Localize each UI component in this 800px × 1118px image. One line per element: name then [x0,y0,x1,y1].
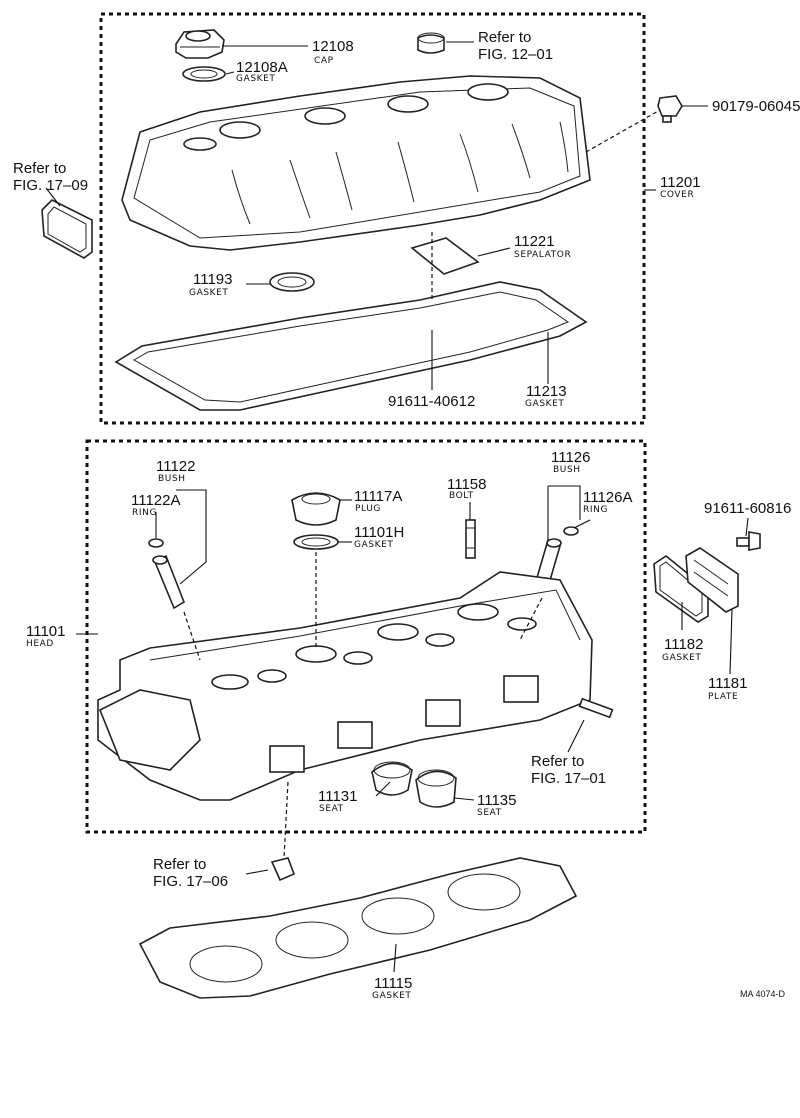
part-number-11193: 11193 [193,271,233,288]
part-number-11131: 11131 [318,788,358,805]
refer-fig-17-06: Refer to FIG. 17–06 [153,856,228,890]
part-number-11117a: 11117A [354,488,403,505]
part-name-plate-gasket: GASKET [662,653,702,663]
part-number-11101h: 11101H [354,524,405,541]
refer-text: Refer to [531,753,585,770]
part-name-cap-gasket: GASKET [236,74,276,84]
part-name-cap: CAP [314,56,334,66]
part-number-11126a: 11126A [583,489,633,506]
refer-text: Refer to [478,29,532,46]
part-name-ring-right: RING [583,505,609,515]
drawing-code: MA 4074-D [740,989,786,999]
part-number-91611-40612: 91611-40612 [388,393,476,410]
part-number-11158: 11158 [447,476,487,493]
part-name-seat-left: SEAT [319,804,344,814]
part-name-bush-left: BUSH [158,474,186,484]
refer-text: Refer to [13,160,67,177]
lower-group-frame [85,439,647,834]
part-name-gasket-11193: GASKET [189,288,229,298]
bolt-icon [465,519,476,559]
part-name-bush-right: BUSH [553,465,581,475]
part-name-plug: PLUG [355,504,381,514]
part-number-11135: 11135 [477,792,517,809]
bolt-icon [657,95,683,123]
part-number-12108a: 12108A [236,59,288,76]
refer-figure: FIG. 17–01 [531,770,607,787]
part-name-cover-gasket: GASKET [525,399,565,409]
part-name-plug-gasket: GASKET [354,540,394,550]
plate-icon [685,547,739,613]
refer-fig-12-01: Refer to FIG. 12–01 [478,29,553,63]
gasket-icon [269,272,315,292]
upper-group-frame [99,12,646,425]
part-number-11115: 11115 [374,975,413,992]
stud-icon [578,697,614,719]
refer-figure: FIG. 12–01 [478,46,554,63]
gasket-icon [293,534,339,550]
part-number-12108: 12108 [312,38,354,55]
head-gasket-icon [138,857,578,999]
gasket-icon [114,281,588,411]
ring-icon [148,538,164,548]
part-number-11122: 11122 [156,458,196,475]
refer-text: Refer to [153,856,207,873]
part-number-11122a: 11122A [131,492,181,509]
part-number-91611-60816: 91611-60816 [704,500,792,517]
part-name-separator: SEPALATOR [514,250,572,260]
stud-icon [736,531,761,551]
bush-icon [152,554,185,610]
ring-icon [563,526,579,536]
cover-icon [121,75,591,251]
refer-fig-17-09: Refer to FIG. 17–09 [13,160,88,194]
plug-icon [417,32,445,54]
part-number-11201: 11201 [660,174,701,191]
refer-fig-17-01: Refer to FIG. 17–01 [531,753,606,787]
seat-icon [415,769,457,808]
separator-icon [410,237,480,275]
cylinder-head-icon [97,571,593,801]
part-number-11181: 11181 [708,675,748,692]
gasket-icon [41,199,93,259]
cap-icon [175,29,225,59]
part-number-11213: 11213 [526,383,567,400]
part-name-head-gasket: GASKET [372,991,412,1001]
part-name-bolt: BOLT [449,491,474,501]
gasket-icon [653,555,709,623]
plug-icon [270,857,296,882]
seat-icon [371,761,413,796]
part-name-ring-left: RING [132,508,158,518]
plug-icon [291,492,341,526]
part-number-11126: 11126 [551,449,591,466]
gasket-icon [182,66,226,82]
part-name-cover: COVER [660,190,695,200]
refer-figure: FIG. 17–09 [13,177,89,194]
part-number-11221: 11221 [514,233,555,250]
part-number-11182: 11182 [664,636,704,653]
part-number-11101: 11101 [26,623,66,640]
refer-figure: FIG. 17–06 [153,873,229,890]
part-name-seat-right: SEAT [477,808,502,818]
part-name-head: HEAD [26,639,54,649]
part-name-plate: PLATE [708,692,739,702]
part-number-90179-06045: 90179-06045 [712,98,800,115]
